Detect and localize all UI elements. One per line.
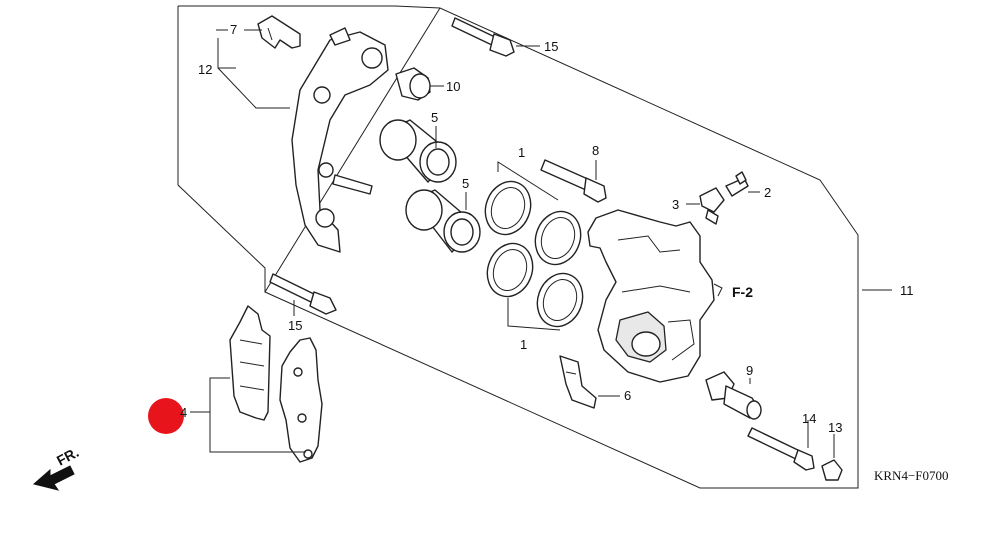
callout-9: 9 (746, 363, 753, 378)
callout-7: 7 (230, 22, 237, 37)
caliper-pin (540, 159, 607, 203)
highlight-marker (148, 398, 184, 434)
callout-11: 11 (900, 283, 914, 298)
pad-pin-plug (821, 459, 843, 481)
bleed-valve (725, 171, 749, 197)
callout-10: 10 (446, 79, 460, 94)
callout-2: 2 (764, 185, 771, 200)
caliper-bracket (291, 27, 389, 253)
callout-15-top: 15 (544, 39, 558, 54)
callout-15-lower: 15 (288, 318, 302, 333)
pad-pin (747, 427, 815, 471)
pin-bolt (705, 371, 762, 420)
piston-seals (484, 180, 584, 328)
callout-1-upper: 1 (518, 145, 525, 160)
callout-8: 8 (592, 143, 599, 158)
pad-retainer (559, 355, 597, 409)
direction-label: FR. (54, 444, 81, 469)
callout-12: 12 (198, 62, 212, 77)
piston-upper (379, 119, 457, 183)
flange-bolt-top (451, 17, 515, 57)
brake-pad-rear (279, 337, 323, 463)
callout-5-upper: 5 (431, 110, 438, 125)
callout-6: 6 (624, 388, 631, 403)
flange-bolt-lower (269, 273, 337, 315)
bleed-valve-cap (699, 187, 725, 225)
caliper-body (587, 209, 715, 383)
reference-f2: F-2 (732, 284, 753, 300)
leader-lines (190, 29, 892, 458)
pin-bolt-boot (395, 67, 431, 101)
callout-5-lower: 5 (462, 176, 469, 191)
brake-pad-front (229, 305, 271, 421)
pad-bracket-line (209, 377, 306, 453)
callout-1-lower: 1 (520, 337, 527, 352)
callout-3: 3 (672, 197, 679, 212)
pad-spring-clip (257, 15, 301, 49)
callout-4: 4 (180, 405, 187, 420)
piston-lower (405, 189, 481, 253)
callout-13: 13 (828, 420, 842, 435)
front-direction-arrow (32, 465, 75, 491)
diagram-code: KRN4−F0700 (874, 468, 949, 483)
callout-14: 14 (802, 411, 816, 426)
